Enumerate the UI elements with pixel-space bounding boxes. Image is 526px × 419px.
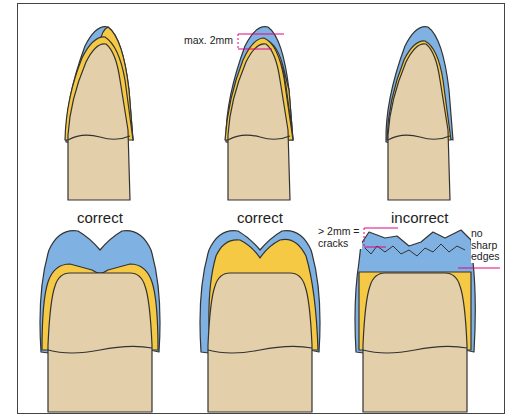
anterior-tooth-1 [65, 27, 133, 200]
verdict-label: incorrect [391, 210, 449, 227]
anterior-tooth-3 [386, 27, 453, 200]
dimension-mark [238, 34, 284, 49]
verdict-label: correct [237, 210, 283, 227]
molar-2 [200, 231, 320, 412]
frame [18, 4, 505, 414]
molar-1 [40, 231, 160, 412]
dimension-label: > 2mm = cracks [318, 226, 362, 249]
anterior-tooth-2 [225, 27, 293, 200]
note-label: no sharp edges [471, 228, 502, 263]
molar-3 [355, 230, 475, 412]
verdict-label: correct [77, 210, 123, 227]
dimension-label: max. 2mm [184, 35, 233, 47]
